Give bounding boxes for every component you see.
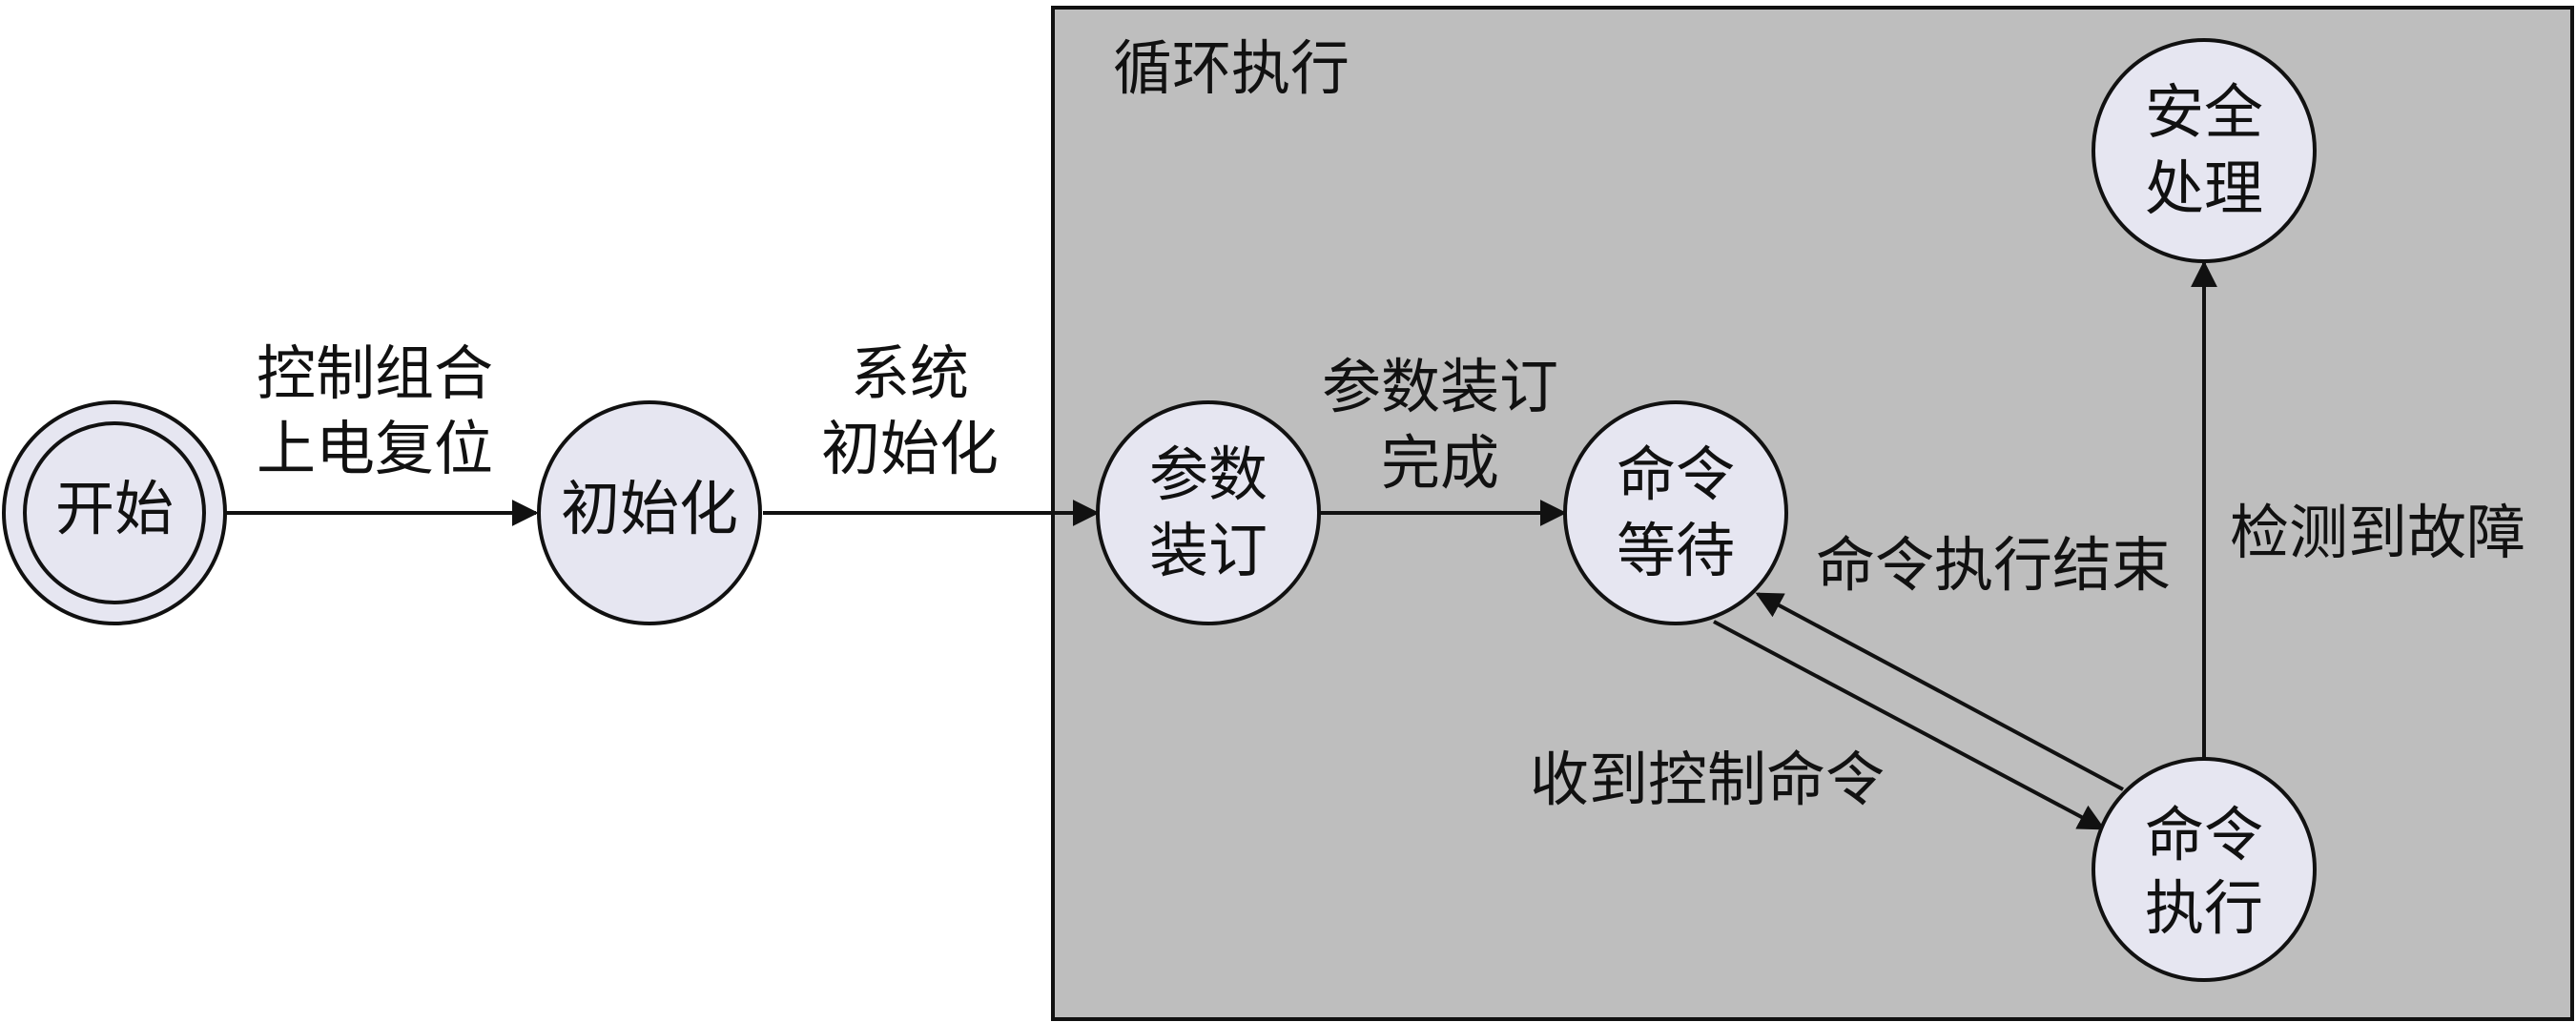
node-safety-label-2: 处理 xyxy=(2145,153,2263,223)
edge-label-start-init-1: 控制组合 xyxy=(257,338,493,408)
edge-label-exec-wait: 命令执行结束 xyxy=(1816,530,2171,600)
edge-wait-to-exec xyxy=(1713,620,2106,830)
node-wait: 命令 等待 xyxy=(1563,400,1788,625)
edge-label-start-init-2: 上电复位 xyxy=(257,414,493,483)
edge-label-init-param-2: 初始化 xyxy=(821,414,999,483)
node-param-label-2: 装订 xyxy=(1149,516,1267,585)
node-start: 开始 xyxy=(2,400,227,625)
node-exec-label-2: 执行 xyxy=(2145,873,2263,943)
node-param-label-1: 参数 xyxy=(1149,439,1267,509)
node-wait-label-2: 等待 xyxy=(1617,516,1735,585)
edge-label-init-param-1: 系统 xyxy=(851,338,969,408)
node-start-label: 开始 xyxy=(55,474,174,543)
node-safety-label-1: 安全 xyxy=(2145,77,2263,147)
loop-title: 循环执行 xyxy=(1113,33,1350,103)
node-init-label: 初始化 xyxy=(561,474,738,543)
node-safety: 安全 处理 xyxy=(2092,38,2317,263)
edge-exec-to-wait xyxy=(1755,592,2124,791)
edge-label-wait-exec: 收到控制命令 xyxy=(1530,745,1885,814)
edge-label-exec-safety: 检测到故障 xyxy=(2230,498,2525,567)
node-exec-label-1: 命令 xyxy=(2145,800,2263,869)
node-init: 初始化 xyxy=(537,400,762,625)
edge-label-param-wait-1: 参数装订 xyxy=(1322,352,1558,421)
node-exec: 命令 执行 xyxy=(2092,757,2317,982)
node-param: 参数 装订 xyxy=(1096,400,1321,625)
node-wait-label-1: 命令 xyxy=(1617,439,1735,509)
edge-label-param-wait-2: 完成 xyxy=(1381,428,1499,498)
